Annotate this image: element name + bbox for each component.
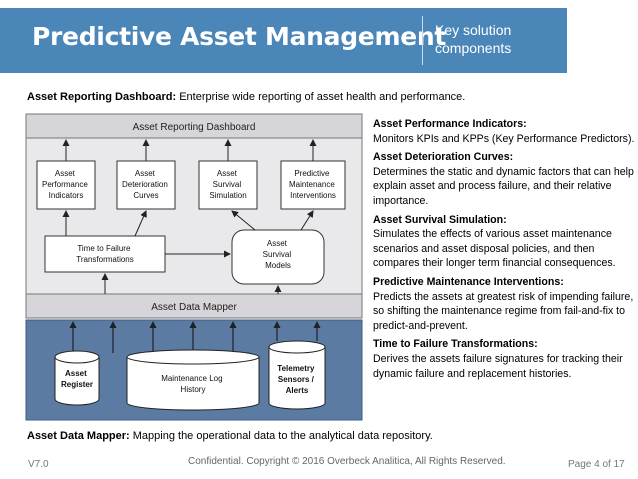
predictive-line-1: Predictive [294, 169, 330, 178]
predictive-line-2: Maintenance [289, 180, 335, 189]
telemetry-line-3: Alerts [286, 386, 309, 395]
svg-text:Maintenance Log Histor: Maintenance Log History [161, 374, 225, 394]
desc-deterioration: Asset Deterioration Curves: Determines t… [373, 150, 635, 208]
survival-sim-line-2: Survival [213, 180, 242, 189]
svg-text:Time to Failure Transfor: Time to Failure Transformations [76, 244, 134, 264]
desc-kpi-text: Monitors KPIs and KPPs (Key Performance … [373, 132, 635, 145]
version-label: V7.0 [28, 459, 49, 470]
telemetry-line-1: Telemetry [277, 364, 315, 373]
telemetry-line-2: Sensors / [278, 375, 315, 384]
svg-text:Asset Performance: Asset Performance Indicators [42, 169, 90, 200]
survival-sim-box [198, 160, 258, 210]
desc-ttf-heading: Time to Failure Transformations: [373, 338, 538, 351]
data-mapper-description: Asset Data Mapper: Mapping the operation… [27, 430, 433, 442]
maintenance-log-cylinder: Maintenance Log History [126, 349, 260, 411]
deterioration-line-2: Deterioration [122, 180, 168, 189]
data-mapper-note-label: Asset Data Mapper: [27, 430, 130, 442]
desc-kpi-heading: Asset Performance Indicators: [373, 118, 527, 130]
desc-deterioration-text: Determines the static and dynamic factor… [373, 165, 634, 207]
svg-text:Predictive Maintenance: Predictive Maintenance Interventions [289, 169, 337, 200]
dashboard-text: Enterprise wide reporting of asset healt… [176, 91, 466, 103]
desc-kpi: Asset Performance Indicators: Monitors K… [373, 117, 635, 146]
survival-models-line-2: Survival [263, 250, 292, 259]
survival-models-line-1: Asset [267, 239, 288, 248]
slide-title: Predictive Asset Management [32, 22, 447, 51]
svg-text:Asset Register: Asset Register [61, 369, 93, 389]
banner-divider [422, 16, 423, 65]
copyright-notice: Confidential. Copyright © 2016 Overbeck … [188, 456, 506, 467]
register-line-1: Asset [65, 369, 87, 378]
desc-survival-sim-text: Simulates the effects of various asset m… [373, 228, 616, 270]
maintenance-line-2: History [181, 385, 206, 394]
survival-models-box [231, 229, 325, 285]
deterioration-box [116, 160, 176, 210]
svg-text:Asset Survival Mod: Asset Survival Models [263, 239, 294, 270]
ttf-line-1: Time to Failure [77, 244, 131, 253]
desc-predictive-text: Predicts the assets at greatest risk of … [373, 290, 634, 332]
deterioration-line-1: Asset [135, 169, 156, 178]
desc-predictive-heading: Predictive Maintenance Interventions: [373, 275, 564, 288]
survival-sim-line-1: Asset [217, 169, 238, 178]
desc-survival-sim: Asset Survival Simulation: Simulates the… [373, 213, 635, 271]
desc-predictive: Predictive Maintenance Interventions: Pr… [373, 275, 635, 333]
kpi-line-3: Indicators [49, 191, 84, 200]
architecture-diagram: Asset Reporting Dashboard Asset Performa… [25, 113, 365, 423]
data-mapper-bar [25, 293, 363, 319]
svg-text:Asset Deterioration: Asset Deterioration Curves [122, 169, 170, 200]
kpi-line-2: Performance [42, 180, 88, 189]
desc-survival-sim-heading: Asset Survival Simulation: [373, 213, 507, 226]
maintenance-line-1: Maintenance Log [161, 374, 222, 383]
dashboard-description: Asset Reporting Dashboard: Enterprise wi… [27, 91, 465, 103]
predictive-box [280, 160, 346, 210]
ttf-line-2: Transformations [76, 255, 134, 264]
subtitle-line-1: Key solution [435, 22, 512, 38]
title-banner: Predictive Asset Management Key solution… [0, 8, 567, 73]
dashboard-bar-label: Asset Reporting Dashboard [133, 122, 256, 133]
desc-deterioration-heading: Asset Deterioration Curves: [373, 151, 514, 164]
dashboard-bar [25, 113, 363, 139]
telemetry-cylinder: Telemetry Sensors / Alerts [268, 340, 326, 410]
survival-models-line-3: Models [265, 261, 291, 270]
survival-sim-line-3: Simulation [209, 191, 246, 200]
data-mapper-note-text: Mapping the operational data to the anal… [129, 430, 433, 442]
page-number: Page 4 of 17 [568, 459, 625, 470]
desc-ttf: Time to Failure Transformations: Derives… [373, 337, 635, 381]
dashboard-label: Asset Reporting Dashboard: [27, 91, 177, 103]
svg-text:Asset Survival Sim: Asset Survival Simulation [209, 169, 246, 200]
desc-ttf-text: Derives the assets failure signatures fo… [373, 352, 623, 380]
kpi-line-1: Asset [55, 169, 76, 178]
slide-subtitle: Key solution components [435, 21, 560, 57]
ttf-box [44, 235, 166, 273]
data-mapper-label: Asset Data Mapper [151, 302, 237, 313]
deterioration-line-3: Curves [133, 191, 158, 200]
register-line-2: Register [61, 380, 93, 389]
subtitle-line-2: components [435, 40, 512, 56]
component-descriptions: Asset Performance Indicators: Monitors K… [373, 117, 635, 385]
svg-text:Telemetry Sensors /: Telemetry Sensors / Alerts [277, 364, 316, 395]
predictive-line-3: Interventions [290, 191, 336, 200]
asset-register-cylinder: Asset Register [54, 350, 100, 406]
